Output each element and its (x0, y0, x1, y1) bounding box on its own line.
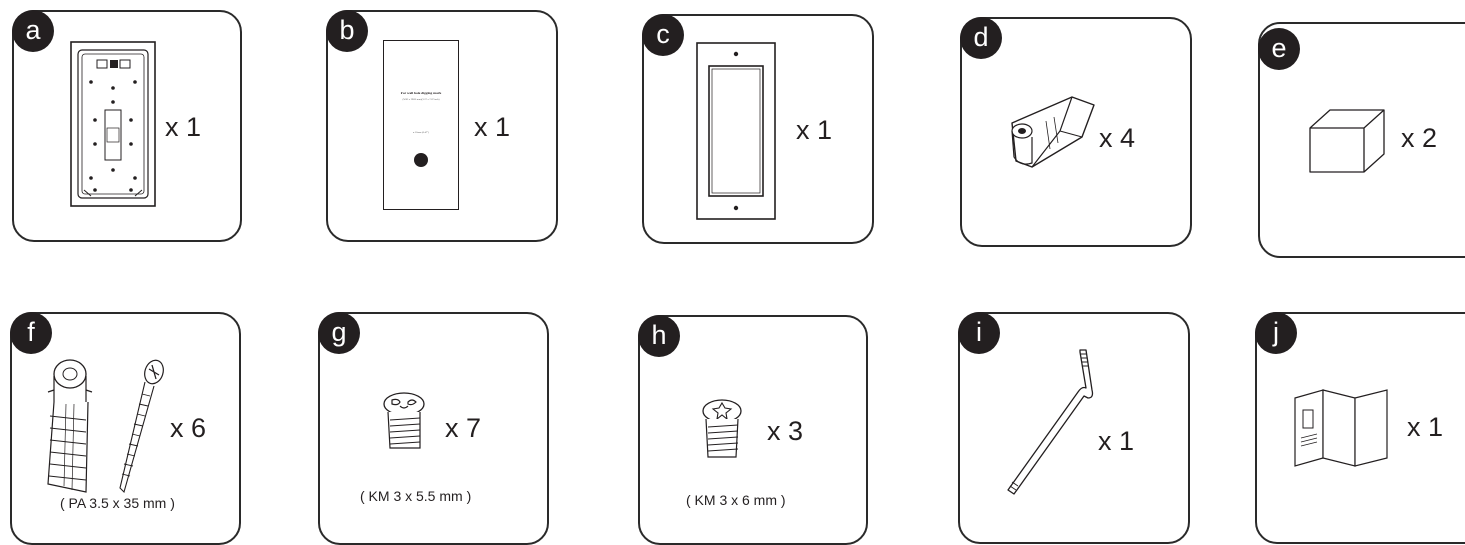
phillips-screw-icon (383, 392, 425, 449)
item-quantity-j: x 1 (1407, 412, 1444, 442)
box-icon (1309, 109, 1385, 173)
clip-icon (1011, 96, 1095, 168)
item-card-h (638, 315, 868, 545)
item-card-g (318, 312, 549, 545)
item-letter-i: i (958, 312, 1000, 354)
drilling-template-icon: For wall hole digging mark (W83 x H200 m… (383, 40, 459, 210)
item-quantity-h: x 3 (767, 416, 804, 446)
item-quantity-b: x 1 (474, 112, 511, 142)
item-card-c (642, 14, 874, 244)
item-quantity-i: x 1 (1098, 426, 1135, 456)
template-subtitle: (W83 x H200 mm)(3.27 x 7.87 inch) (402, 98, 440, 101)
item-quantity-a: x 1 (165, 112, 202, 142)
manual-icon (1294, 389, 1388, 467)
item-letter-a: a (12, 10, 54, 52)
item-letter-h: h (638, 315, 680, 357)
item-spec-f: ( PA 3.5 x 35 mm ) (60, 495, 175, 511)
anchor-and-screw-icon (47, 359, 164, 494)
item-card-a (12, 10, 242, 242)
item-letter-b: b (326, 10, 368, 52)
item-card-j (1255, 312, 1465, 544)
item-letter-f: f (10, 312, 52, 354)
item-letter-g: g (318, 312, 360, 354)
item-card-b: For wall hole digging mark (W83 x H200 m… (326, 10, 558, 242)
item-quantity-g: x 7 (445, 413, 482, 443)
item-letter-c: c (642, 14, 684, 56)
item-quantity-e: x 2 (1401, 123, 1438, 153)
item-quantity-f: x 6 (170, 413, 207, 443)
mounting-bracket-icon (70, 41, 156, 207)
item-letter-j: j (1255, 312, 1297, 354)
hex-key-icon (1007, 349, 1094, 495)
item-card-f (10, 312, 241, 545)
item-quantity-d: x 4 (1099, 123, 1136, 153)
template-hole-mark (414, 153, 428, 167)
template-hole-label: ø 12mm (0.47") (413, 131, 429, 134)
item-letter-d: d (960, 17, 1002, 59)
item-card-i (958, 312, 1190, 544)
frame-plate-icon (696, 42, 776, 220)
template-title: For wall hole digging mark (400, 91, 442, 95)
item-card-d (960, 17, 1192, 247)
item-letter-e: e (1258, 28, 1300, 70)
item-spec-g: ( KM 3 x 5.5 mm ) (360, 488, 472, 504)
item-spec-h: ( KM 3 x 6 mm ) (686, 492, 786, 508)
item-quantity-c: x 1 (796, 115, 833, 145)
torx-screw-icon (702, 399, 742, 458)
